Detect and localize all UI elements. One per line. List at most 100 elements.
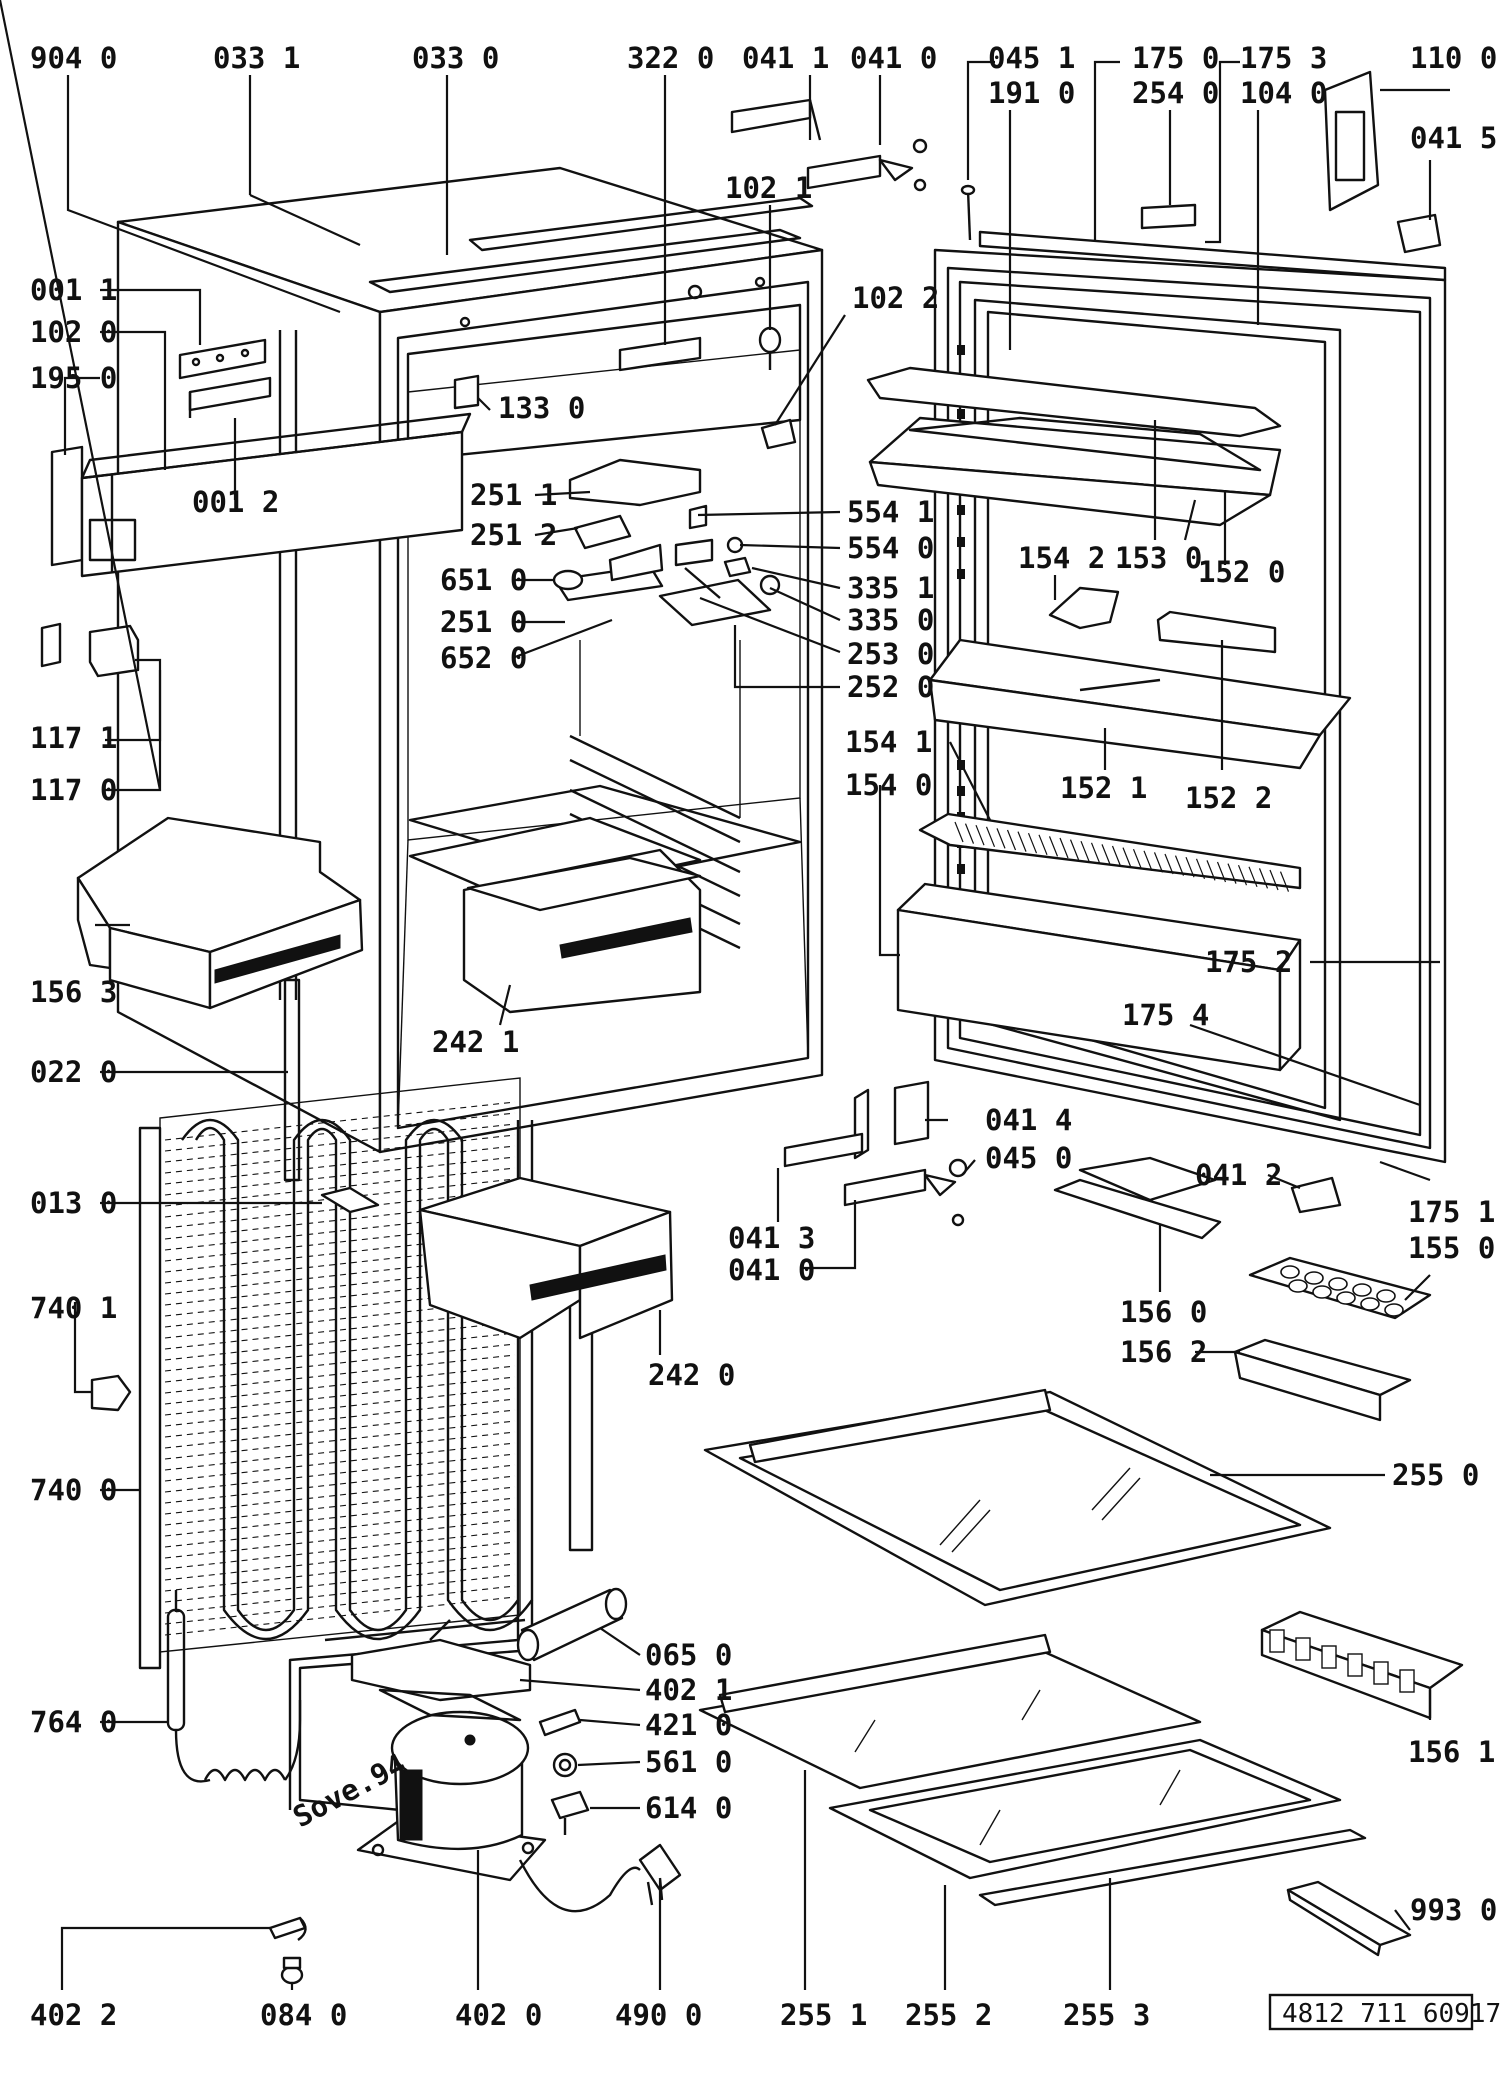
clip-402-2 xyxy=(268,1916,307,1941)
part-322-0 xyxy=(618,336,702,372)
document-code-box: 4812 711 60917 xyxy=(1268,1993,1500,2031)
label-041-1: 041 1 xyxy=(742,41,829,75)
label-022-0: 022 0 xyxy=(30,1055,117,1089)
label-764-0: 764 0 xyxy=(30,1705,117,1739)
label-156-2: 156 2 xyxy=(1120,1335,1207,1369)
label-013-0: 013 0 xyxy=(30,1186,117,1220)
label-155-0: 155 0 xyxy=(1408,1231,1495,1265)
hinge-041-4 xyxy=(853,1080,930,1160)
cylinder-065-0 xyxy=(516,1587,628,1662)
label-175-1: 175 1 xyxy=(1408,1195,1495,1229)
hinge-041-0-top xyxy=(806,138,928,192)
hinge-001-2 xyxy=(188,376,272,418)
label-322-0: 322 0 xyxy=(627,41,714,75)
compressor-402-0: Sove.94 xyxy=(287,1710,547,1882)
label-904-0: 904 0 xyxy=(30,41,117,75)
part-110-0 xyxy=(1323,70,1380,212)
label-133-0: 133 0 xyxy=(498,391,585,425)
label-191-0: 191 0 xyxy=(988,76,1075,110)
part-102-2 xyxy=(760,418,797,450)
hinge-041-2 xyxy=(1290,1176,1342,1214)
label-156-3: 156 3 xyxy=(30,975,117,1009)
document-code: 4812 711 60917 xyxy=(1282,1999,1500,2029)
part-041-5 xyxy=(1396,213,1442,254)
label-402-2: 402 2 xyxy=(30,1998,117,2032)
label-102-1: 102 1 xyxy=(725,171,812,205)
label-117-0: 117 0 xyxy=(30,773,117,807)
cover-117 xyxy=(40,622,140,678)
label-251-0: 251 0 xyxy=(440,605,527,639)
label-045-1: 045 1 xyxy=(988,41,1075,75)
door-shelf-154-1 xyxy=(918,812,1302,892)
label-156-1: 156 1 xyxy=(1408,1735,1495,1769)
glass-shelf-255-0 xyxy=(703,1388,1332,1607)
label-065-0: 065 0 xyxy=(645,1638,732,1672)
label-033-0: 033 0 xyxy=(412,41,499,75)
label-041-3: 041 3 xyxy=(728,1221,815,1255)
foot-084-0 xyxy=(280,1956,304,1985)
label-154-0: 154 0 xyxy=(845,768,932,802)
power-plug-490-0 xyxy=(518,1843,682,1913)
door-bin-175-2 xyxy=(896,882,1302,1072)
label-175-0: 175 0 xyxy=(1132,41,1219,75)
label-402-0: 402 0 xyxy=(455,1998,542,2032)
part-labels: 904 0 033 1 033 0 322 0 041 1 041 0 045 … xyxy=(30,41,1497,2032)
leader-lines xyxy=(0,0,1450,1990)
door-shelf-153-0 xyxy=(866,366,1282,438)
label-740-0: 740 0 xyxy=(30,1473,117,1507)
freezer-basket-156-3 xyxy=(76,816,364,1010)
trim-strip-255-3 xyxy=(978,1828,1367,1907)
label-041-0-top: 041 0 xyxy=(850,41,937,75)
label-255-3: 255 3 xyxy=(1063,1998,1150,2032)
label-175-4: 175 4 xyxy=(1122,998,1209,1032)
clip-152-2 xyxy=(1156,610,1277,654)
label-152-2: 152 2 xyxy=(1185,781,1272,815)
label-253-0: 253 0 xyxy=(847,637,934,671)
hinge-041-1 xyxy=(730,98,822,141)
label-255-2: 255 2 xyxy=(905,1998,992,2032)
ice-tray-156-1 xyxy=(1260,1610,1464,1720)
label-252-0: 252 0 xyxy=(847,670,934,704)
label-154-2: 154 2 xyxy=(1018,541,1105,575)
label-045-0: 045 0 xyxy=(985,1141,1072,1175)
clip-013-0 xyxy=(320,1186,380,1214)
part-254-0 xyxy=(1140,203,1197,230)
clip-740-1 xyxy=(90,1374,132,1412)
part-133-0 xyxy=(453,374,480,410)
egg-tray-155-0 xyxy=(1248,1256,1432,1320)
label-651-0: 651 0 xyxy=(440,563,527,597)
label-033-1: 033 1 xyxy=(213,41,300,75)
label-251-1: 251 1 xyxy=(470,478,557,512)
label-104-0: 104 0 xyxy=(1240,76,1327,110)
relay-parts xyxy=(538,1708,590,1835)
label-041-2: 041 2 xyxy=(1195,1158,1282,1192)
label-554-1: 554 1 xyxy=(847,495,934,529)
label-242-0: 242 0 xyxy=(648,1358,735,1392)
label-152-0: 152 0 xyxy=(1198,555,1285,589)
label-251-2: 251 2 xyxy=(470,518,557,552)
label-402-1: 402 1 xyxy=(645,1673,732,1707)
bracket-402-1 xyxy=(350,1619,532,1722)
label-175-3: 175 3 xyxy=(1240,41,1327,75)
label-554-0: 554 0 xyxy=(847,531,934,565)
label-001-1: 001 1 xyxy=(30,273,117,307)
hinge-041-0-bottom xyxy=(843,1158,968,1227)
label-175-2: 175 2 xyxy=(1205,945,1292,979)
label-041-0-bottom: 041 0 xyxy=(728,1253,815,1287)
label-156-0: 156 0 xyxy=(1120,1295,1207,1329)
label-993-0: 993 0 xyxy=(1410,1893,1497,1927)
bin-156-2 xyxy=(1233,1338,1412,1422)
crisper-drawer-242-1 xyxy=(408,816,702,1014)
label-242-1: 242 1 xyxy=(432,1025,519,1059)
label-561-0: 561 0 xyxy=(645,1745,732,1779)
label-110-0: 110 0 xyxy=(1410,41,1497,75)
label-335-0: 335 0 xyxy=(847,603,934,637)
label-490-0: 490 0 xyxy=(615,1998,702,2032)
label-335-1: 335 1 xyxy=(847,571,934,605)
capillary-764-0 xyxy=(166,1590,302,1783)
hinge-041-3 xyxy=(783,1132,864,1168)
label-255-1: 255 1 xyxy=(780,1998,867,2032)
label-652-0: 652 0 xyxy=(440,641,527,675)
lamp-parts xyxy=(552,504,781,599)
